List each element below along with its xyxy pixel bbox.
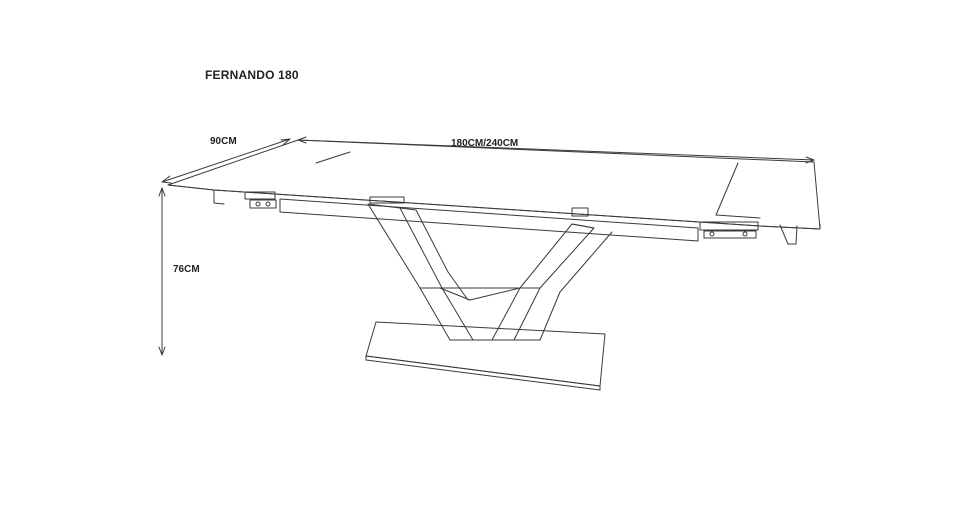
product-title: FERNANDO 180 <box>205 68 299 82</box>
height-dimension-label: 76CM <box>173 264 200 275</box>
depth-dimension-label: 90CM <box>210 136 237 147</box>
table-top <box>167 139 821 230</box>
height-dimension-line <box>158 187 166 356</box>
extension-leaf <box>315 151 761 219</box>
base-plate <box>365 321 606 391</box>
length-dimension-label: 180CM/240CM <box>451 138 519 149</box>
depth-dimension-line <box>161 138 291 184</box>
pedestal-leg <box>367 203 613 341</box>
support-rail <box>244 191 798 245</box>
